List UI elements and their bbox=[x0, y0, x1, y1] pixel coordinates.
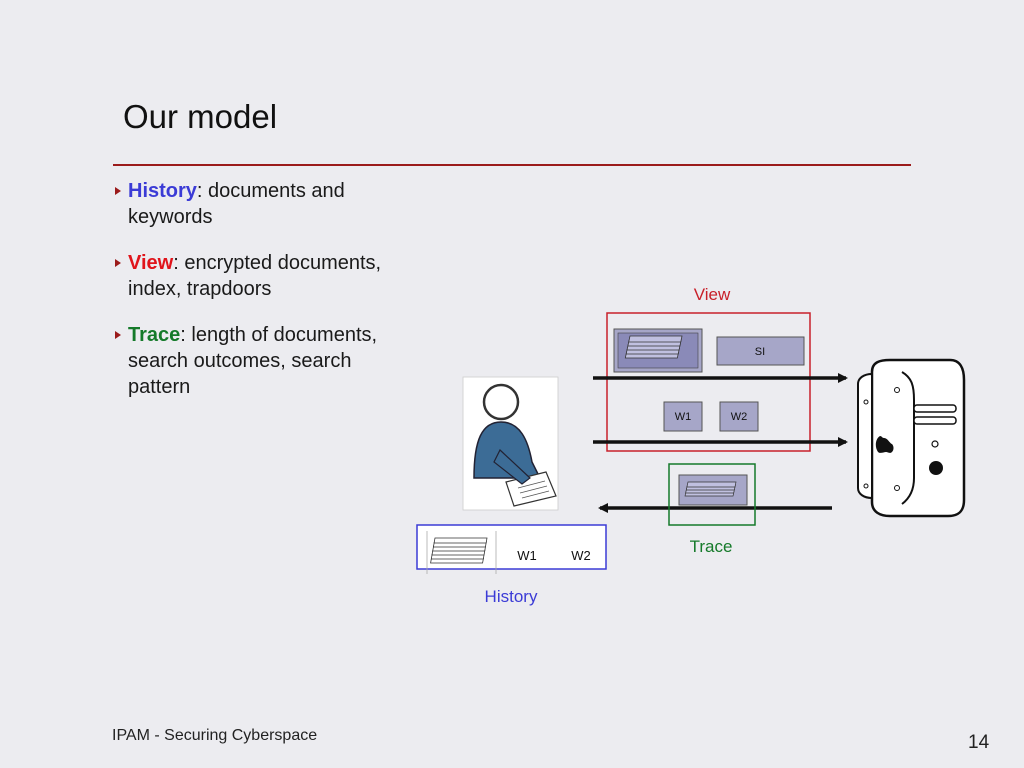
view-label: View bbox=[694, 285, 731, 304]
bullet-list: History: documents and keywords View: en… bbox=[113, 178, 413, 420]
bullet-trace: Trace: length of documents, search outco… bbox=[113, 322, 413, 400]
trace-box bbox=[668, 463, 756, 526]
title-divider bbox=[113, 164, 911, 166]
bullet-history: History: documents and keywords bbox=[113, 178, 413, 230]
index-box bbox=[716, 336, 805, 366]
trapdoor-w1-label: W1 bbox=[675, 411, 692, 423]
bullet-text: : documents and keywords bbox=[128, 180, 345, 228]
bullet-marker-icon bbox=[115, 259, 121, 267]
slide-footer: IPAM - Securing Cyberspace bbox=[112, 727, 318, 744]
page-number: 14 bbox=[968, 732, 990, 753]
encrypted-documents-icon bbox=[613, 328, 703, 373]
bullet-keyword: Trace bbox=[128, 324, 181, 346]
history-documents-icon bbox=[430, 537, 488, 564]
slide-title: Our model bbox=[123, 98, 278, 135]
user-writing-icon bbox=[462, 376, 559, 511]
view-box bbox=[606, 312, 811, 452]
bullet-view: View: encrypted documents, index, trapdo… bbox=[113, 250, 413, 302]
bullet-marker-icon bbox=[115, 187, 121, 195]
view-group: View SI W1 W2 bbox=[606, 285, 811, 452]
bullet-keyword: History bbox=[128, 180, 197, 202]
server-icon bbox=[857, 358, 966, 518]
history-group: W1 W2 History bbox=[416, 524, 607, 606]
trace-group: Trace bbox=[668, 463, 756, 556]
index-label: SI bbox=[755, 346, 765, 358]
bullet-text: : length of documents, search outcomes, … bbox=[128, 324, 378, 398]
trapdoor-w2-label: W2 bbox=[731, 411, 748, 423]
history-label: History bbox=[485, 587, 538, 606]
history-w2-label: W2 bbox=[571, 548, 591, 563]
history-w1-label: W1 bbox=[517, 548, 537, 563]
trace-label: Trace bbox=[690, 537, 733, 556]
trapdoor-w2-box bbox=[719, 401, 759, 432]
bullet-marker-icon bbox=[115, 331, 121, 339]
trapdoor-w1-box bbox=[663, 401, 703, 432]
bullet-keyword: View bbox=[128, 252, 174, 274]
bullet-text: : encrypted documents, index, trapdoors bbox=[128, 252, 382, 300]
